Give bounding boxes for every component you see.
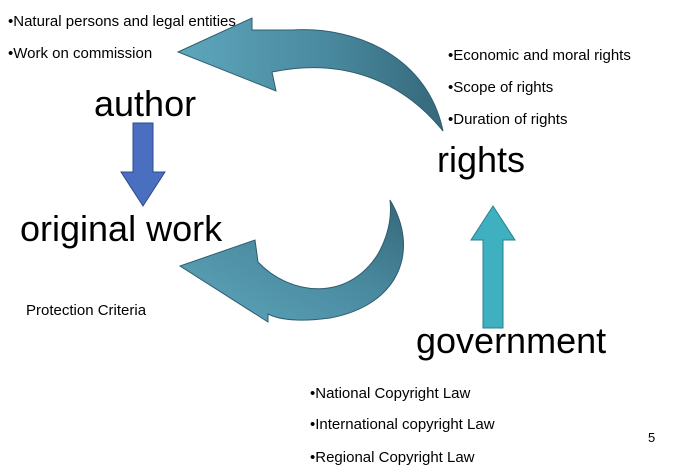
- author-note-commission: •Work on commission: [8, 45, 153, 62]
- rights-note-duration: •Duration of rights: [448, 111, 568, 128]
- rights-to-original-work-arrow: [178, 199, 404, 323]
- node-author: author: [94, 83, 197, 124]
- government-note-national: •National Copyright Law: [310, 385, 471, 402]
- node-government: government: [416, 320, 607, 361]
- government-note-international: •International copyright Law: [310, 416, 495, 433]
- government-to-rights-arrow: [470, 205, 516, 329]
- author-to-original-work-arrow: [120, 122, 166, 207]
- node-original-work: original work: [20, 208, 223, 249]
- protection-criteria-label: Protection Criteria: [26, 302, 147, 319]
- rights-to-author-arrow: [176, 17, 444, 132]
- page-number: 5: [648, 430, 656, 445]
- government-note-regional: •Regional Copyright Law: [310, 449, 475, 466]
- rights-note-scope: •Scope of rights: [448, 79, 554, 96]
- author-note-legal-entities: •Natural persons and legal entities: [8, 13, 236, 30]
- node-rights: rights: [437, 139, 526, 180]
- rights-note-economic-moral: •Economic and moral rights: [448, 47, 631, 64]
